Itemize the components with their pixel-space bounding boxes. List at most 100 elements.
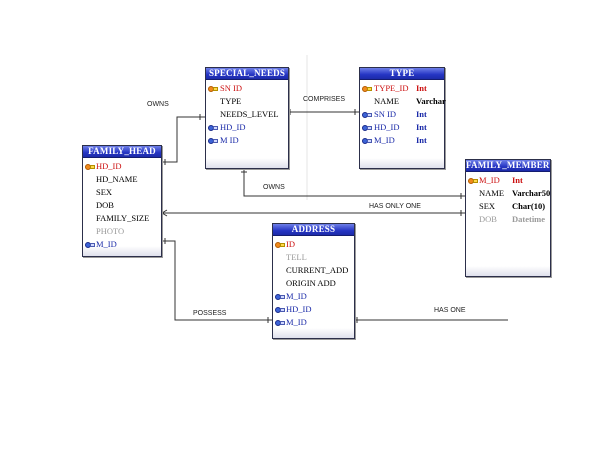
field-name: M_ID bbox=[96, 239, 117, 249]
field-name: ORIGIN ADD bbox=[286, 278, 336, 288]
foreign-key-icon bbox=[362, 137, 372, 145]
foreign-key-icon bbox=[275, 293, 285, 301]
entity-title: SPECIAL_NEEDS bbox=[206, 68, 288, 80]
entity-family-members[interactable]: FAMILY_MEMBERS M_ID Int NAME Varchar50 SEX… bbox=[465, 159, 551, 277]
field-type: Datetime bbox=[512, 214, 546, 224]
field-name: M_ID bbox=[286, 291, 307, 301]
field-name: DOB bbox=[479, 214, 497, 224]
entity-title: FAMILY_MEMBERS bbox=[466, 160, 550, 172]
field-row[interactable]: HD_ID bbox=[83, 160, 161, 173]
foreign-key-icon bbox=[362, 124, 372, 132]
entity-title: ADDRESS bbox=[273, 224, 354, 236]
field-row[interactable]: M_ID bbox=[273, 316, 354, 329]
entity-fields: ID TELL CURRENT_ADD ORIGIN ADD M_ID HD_I… bbox=[273, 236, 354, 329]
field-row[interactable]: SN ID bbox=[206, 82, 288, 95]
field-row[interactable]: ORIGIN ADD bbox=[273, 277, 354, 290]
field-name: NAME bbox=[479, 188, 505, 198]
field-name: NAME bbox=[374, 96, 400, 106]
field-row[interactable]: M ID bbox=[206, 134, 288, 147]
relationship-label-has-one: HAS ONE bbox=[434, 307, 466, 314]
field-row[interactable]: DOB bbox=[83, 199, 161, 212]
entity-fields: SN ID TYPE NEEDS_LEVEL HD_ID M ID bbox=[206, 80, 288, 147]
field-row[interactable]: NAME Varchar50 bbox=[466, 187, 550, 200]
field-row[interactable]: ID bbox=[273, 238, 354, 251]
field-name: HD_ID bbox=[220, 122, 246, 132]
field-name: M_ID bbox=[286, 317, 307, 327]
field-name: HD_NAME bbox=[96, 174, 138, 184]
field-row[interactable]: M_ID Int bbox=[360, 134, 444, 147]
field-row[interactable]: M_ID bbox=[273, 290, 354, 303]
field-row[interactable]: M_ID Int bbox=[466, 174, 550, 187]
connector-owns-head-needs[interactable] bbox=[160, 116, 205, 163]
key-icon bbox=[208, 85, 218, 93]
field-type: Char(10) bbox=[512, 201, 546, 211]
field-row[interactable]: HD_ID bbox=[206, 121, 288, 134]
field-name: DOB bbox=[96, 200, 114, 210]
field-row[interactable]: NEEDS_LEVEL bbox=[206, 108, 288, 121]
foreign-key-icon bbox=[275, 319, 285, 327]
connector-owns-needs-members[interactable] bbox=[243, 168, 465, 197]
field-name: HD_ID bbox=[286, 304, 312, 314]
field-name: PHOTO bbox=[96, 226, 125, 236]
entity-family-head[interactable]: FAMILY_HEAD HD_ID HD_NAME SEX DOB FAMILY… bbox=[82, 145, 162, 257]
field-name: CURRENT_ADD bbox=[286, 265, 349, 275]
field-name: M_ID bbox=[479, 175, 500, 185]
field-type: Int bbox=[416, 122, 427, 132]
connector-possess[interactable] bbox=[160, 240, 272, 321]
field-row[interactable]: TYPE_ID Int bbox=[360, 82, 444, 95]
entity-address[interactable]: ADDRESS ID TELL CURRENT_ADD ORIGIN ADD M… bbox=[272, 223, 355, 339]
field-name: HD_ID bbox=[96, 161, 122, 171]
field-row[interactable]: TYPE bbox=[206, 95, 288, 108]
field-name: SEX bbox=[96, 187, 113, 197]
field-name: FAMILY_SIZE bbox=[96, 213, 150, 223]
field-name: M_ID bbox=[374, 135, 395, 145]
entity-fields: HD_ID HD_NAME SEX DOB FAMILY_SIZE PHOTO … bbox=[83, 158, 161, 251]
relationship-label-owns: OWNS bbox=[263, 184, 285, 191]
entity-title: TYPE bbox=[360, 68, 444, 80]
field-name: NEEDS_LEVEL bbox=[220, 109, 279, 119]
foreign-key-icon bbox=[208, 137, 218, 145]
field-type: Int bbox=[416, 135, 427, 145]
field-row[interactable]: PHOTO bbox=[83, 225, 161, 238]
foreign-key-icon bbox=[362, 111, 372, 119]
field-name: TELL bbox=[286, 252, 307, 262]
field-name: SN ID bbox=[220, 83, 242, 93]
field-row[interactable]: TELL bbox=[273, 251, 354, 264]
field-type: Int bbox=[512, 175, 523, 185]
field-row[interactable]: M_ID bbox=[83, 238, 161, 251]
key-icon bbox=[85, 163, 95, 171]
field-row[interactable]: DOB Datetime bbox=[466, 213, 550, 226]
field-type: Varchar50 bbox=[512, 188, 551, 198]
field-row[interactable]: HD_NAME bbox=[83, 173, 161, 186]
key-icon bbox=[362, 85, 372, 93]
field-row[interactable]: SEX Char(10) bbox=[466, 200, 550, 213]
foreign-key-icon bbox=[85, 241, 95, 249]
field-name: SEX bbox=[479, 201, 496, 211]
relationship-label-comprises: COMPRISES bbox=[303, 96, 346, 103]
field-row[interactable]: SEX bbox=[83, 186, 161, 199]
foreign-key-icon bbox=[208, 124, 218, 132]
key-icon bbox=[468, 177, 478, 185]
key-icon bbox=[275, 241, 285, 249]
field-name: SN ID bbox=[374, 109, 396, 119]
field-name: M ID bbox=[220, 135, 239, 145]
field-row[interactable]: CURRENT_ADD bbox=[273, 264, 354, 277]
entity-fields: M_ID Int NAME Varchar50 SEX Char(10) DOB Dat… bbox=[466, 172, 550, 226]
foreign-key-icon bbox=[275, 306, 285, 314]
field-name: ID bbox=[286, 239, 295, 249]
field-row[interactable]: FAMILY_SIZE bbox=[83, 212, 161, 225]
connector-arrow-head bbox=[161, 209, 168, 217]
field-type: Int bbox=[416, 83, 427, 93]
entity-special-needs[interactable]: SPECIAL_NEEDS SN ID TYPE NEEDS_LEVEL HD_… bbox=[205, 67, 289, 169]
field-name: TYPE_ID bbox=[374, 83, 409, 93]
relationship-label-possess: POSSESS bbox=[193, 310, 227, 317]
relationship-label-owns: OWNS bbox=[147, 101, 169, 108]
field-row[interactable]: HD_ID bbox=[273, 303, 354, 316]
relationship-label-has-only-one: HAS ONLY ONE bbox=[369, 203, 421, 210]
